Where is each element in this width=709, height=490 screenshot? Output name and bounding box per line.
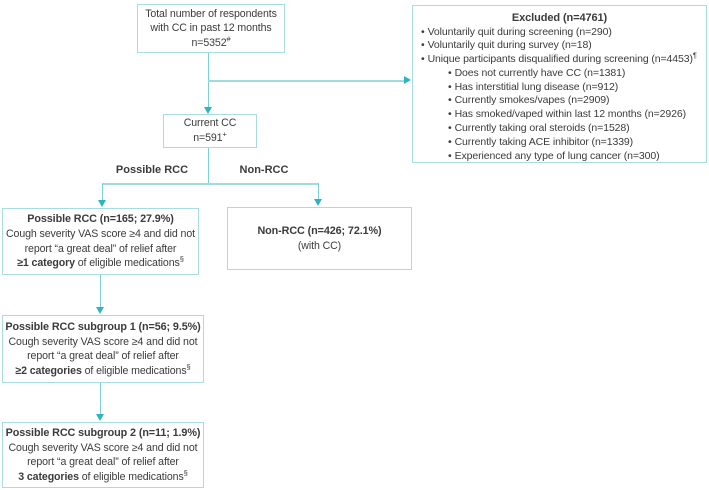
subgroup2-title: Possible RCC subgroup 2 (n=11; 1.9%) (5, 426, 201, 439)
footnote-section: § (179, 254, 184, 264)
non-rcc-subtitle: (with CC) (297, 239, 342, 252)
non-rcc-title: Non-RCC (n=426; 72.1%) (257, 224, 382, 237)
subgroup1-line1: Cough severity VAS score ≥4 and did not (8, 335, 198, 348)
bullet-icon: • (448, 108, 452, 121)
excluded-subitem: •Does not currently have CC (n=1381) (448, 66, 626, 79)
possible-rcc-line3: ≥1 category of eligible medications§ (17, 254, 184, 270)
footnote-hash: # (226, 34, 231, 44)
bullet-icon: • (448, 80, 452, 93)
subgroup2-line1: Cough severity VAS score ≥4 and did not (8, 441, 198, 454)
bullet-icon: • (421, 25, 425, 38)
box-total-respondents: Total number of respondents with CC in p… (137, 4, 285, 53)
connector-subgroup1-to-subgroup2 (99, 383, 102, 415)
excluded-subitem: •Has smoked/vaped within last 12 months … (448, 108, 686, 121)
box-possible-rcc: Possible RCC (n=165; 27.9%) Cough severi… (2, 208, 199, 275)
footnote-plus: + (222, 129, 227, 139)
connector-to-excluded (208, 80, 404, 82)
branch-label-non-rcc: Non-RCC (239, 164, 289, 176)
arrowhead-currentcc (203, 107, 212, 114)
box-excluded: Excluded (n=4761) •Voluntarily quit duri… (412, 5, 707, 163)
subgroup1-line3: ≥2 categories of eligible medications§ (15, 362, 191, 377)
current-cc-n: n=591+ (193, 129, 227, 144)
footnote-section: § (186, 362, 191, 372)
branch-label-possible-rcc: Possible RCC (115, 164, 189, 176)
total-line2: with CC in past 12 months (150, 22, 272, 35)
excluded-subitem: •Currently smokes/vapes (n=2909) (448, 94, 610, 107)
connector-currentcc-down (207, 147, 210, 184)
total-n: n=5352# (191, 34, 231, 49)
arrowhead-non-rcc (313, 199, 322, 206)
current-cc-line1: Current CC (183, 117, 237, 130)
excluded-subitem: •Currently taking oral steroids (n=1528) (448, 122, 630, 135)
box-non-rcc: Non-RCC (n=426; 72.1%) (with CC) (227, 207, 412, 270)
bullet-icon: • (448, 94, 452, 107)
connector-possible-to-subgroup1 (99, 275, 102, 308)
excluded-title: Excluded (n=4761) (511, 12, 608, 24)
connector-branch-left (101, 183, 104, 201)
possible-rcc-title: Possible RCC (n=165; 27.9%) (27, 213, 174, 226)
connector-branch-horizontal (101, 183, 319, 185)
excluded-item: •Unique participants disqualified during… (421, 50, 697, 66)
excluded-item: •Voluntarily quit during survey (n=18) (421, 39, 592, 52)
bullet-icon: • (421, 39, 425, 52)
bullet-icon: • (448, 66, 452, 79)
subgroup2-line2: report “a great deal” of relief after (27, 456, 179, 469)
excluded-subitem: •Experienced any type of lung cancer (n=… (448, 149, 660, 162)
subgroup1-line2: report “a great deal” of relief after (27, 350, 179, 363)
bullet-icon: • (448, 122, 452, 135)
subgroup1-title: Possible RCC subgroup 1 (n=56; 9.5%) (5, 320, 201, 333)
excluded-item: •Voluntarily quit during screening (n=29… (421, 25, 612, 38)
connector-branch-right (317, 183, 320, 200)
possible-rcc-line2: report “a great deal” of relief after (24, 242, 177, 255)
possible-rcc-line1: Cough severity VAS score ≥4 and did not (6, 228, 195, 240)
box-subgroup1: Possible RCC subgroup 1 (n=56; 9.5%) Cou… (2, 315, 204, 383)
arrowhead-excluded (404, 76, 411, 84)
arrowhead-subgroup1 (95, 307, 104, 314)
footnote-pilcrow: ¶ (692, 50, 697, 60)
arrowhead-subgroup2 (95, 414, 104, 421)
subgroup2-line3: 3 categories of eligible medications§ (18, 468, 188, 483)
bullet-icon: • (448, 149, 452, 162)
arrowhead-possible-rcc (97, 200, 106, 207)
total-line1: Total number of respondents (145, 7, 277, 20)
excluded-subitem: •Has interstitial lung disease (n=912) (448, 80, 619, 93)
box-subgroup2: Possible RCC subgroup 2 (n=11; 1.9%) Cou… (2, 422, 204, 488)
bullet-icon: • (421, 53, 425, 66)
box-current-cc: Current CC n=591+ (163, 114, 257, 148)
excluded-subitem: •Currently taking ACE inhibitor (n=1339) (448, 135, 634, 148)
footnote-section: § (183, 468, 188, 478)
bullet-icon: • (448, 135, 452, 148)
